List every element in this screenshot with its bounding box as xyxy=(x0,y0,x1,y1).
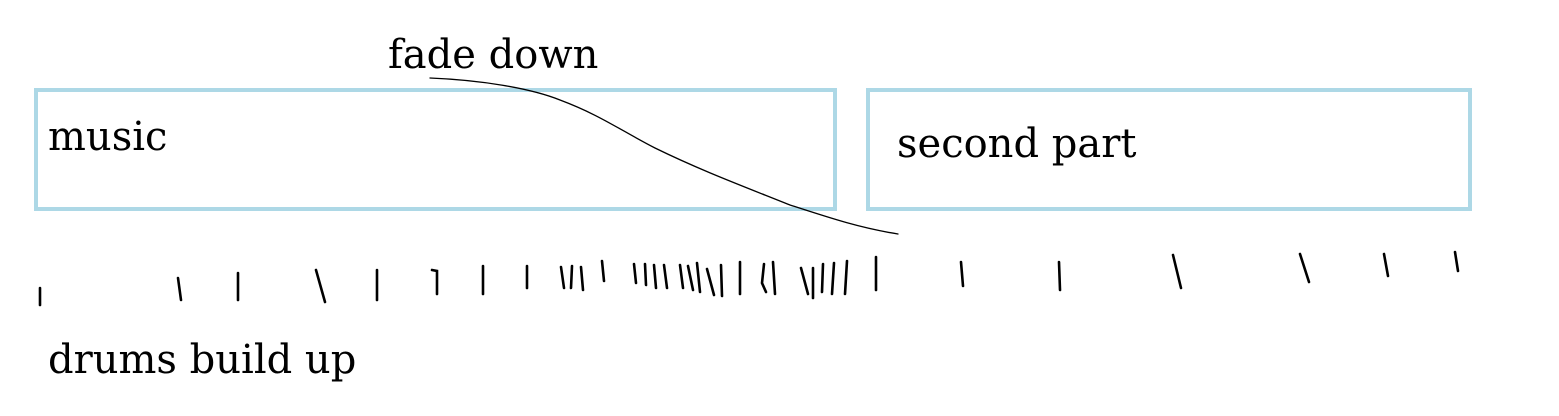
drum-hit xyxy=(695,261,702,294)
fade-down-label: fade down xyxy=(388,32,599,78)
second-part-block xyxy=(866,88,1472,211)
drum-hit xyxy=(632,262,638,285)
drum-hit xyxy=(830,261,836,296)
drum-hit xyxy=(559,265,566,290)
drum-hit xyxy=(662,263,669,290)
drum-hit xyxy=(959,260,965,288)
drum-hit xyxy=(771,260,777,296)
drum-hit xyxy=(569,264,574,290)
drum-hits xyxy=(38,250,1460,307)
drum-hit xyxy=(799,266,810,296)
second-part-label: second part xyxy=(897,121,1137,167)
music-block xyxy=(34,88,837,211)
music-label: music xyxy=(48,114,168,160)
drum-hit xyxy=(643,262,648,287)
drum-hit xyxy=(843,259,849,296)
drum-hit xyxy=(1453,250,1460,273)
drum-hit xyxy=(652,263,658,290)
drum-hit xyxy=(1171,253,1183,290)
drum-hit xyxy=(176,276,183,302)
fade-down-curve xyxy=(429,77,899,235)
drum-hit xyxy=(686,264,695,292)
drum-hit xyxy=(1057,260,1062,292)
drum-hit xyxy=(705,267,716,297)
drum-hit xyxy=(430,268,439,296)
drum-hit xyxy=(579,265,585,292)
drum-hit xyxy=(600,259,606,283)
drum-hit xyxy=(719,263,724,298)
drums-build-up-label: drums build up xyxy=(48,337,357,383)
drum-hit xyxy=(760,262,768,294)
drum-hit xyxy=(1298,252,1311,284)
drum-hit xyxy=(314,268,327,304)
drum-hit xyxy=(820,262,825,294)
drum-hit xyxy=(678,263,685,290)
drum-hit xyxy=(1382,252,1390,278)
